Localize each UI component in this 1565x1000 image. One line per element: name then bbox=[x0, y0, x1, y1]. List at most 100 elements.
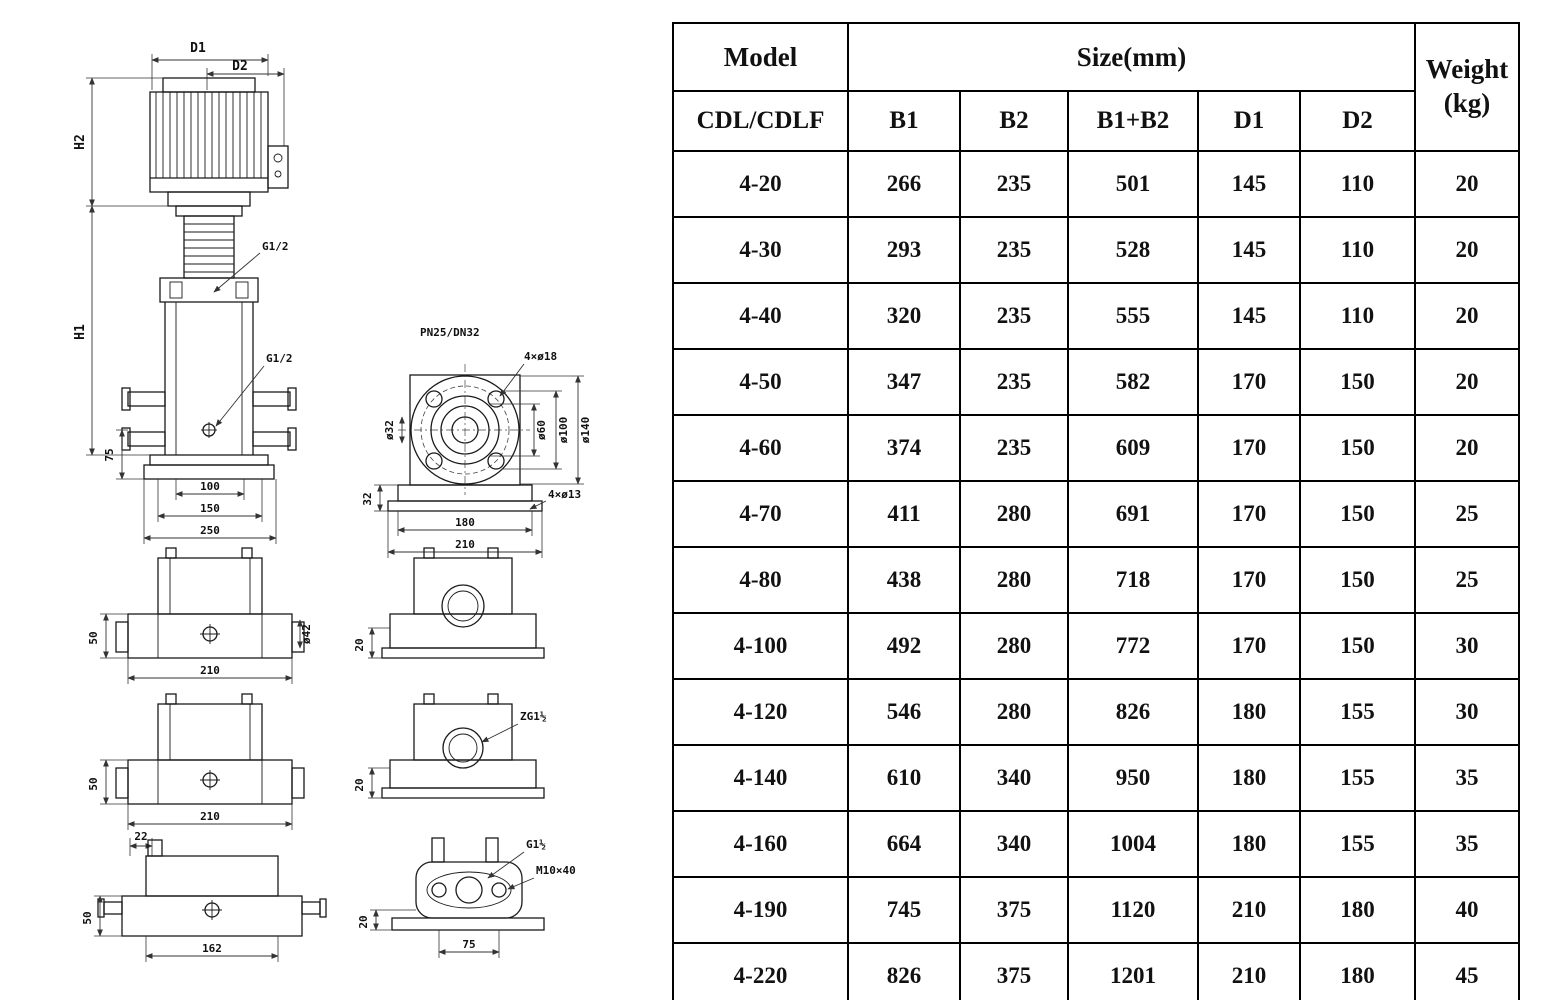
value-cell: 180 bbox=[1197, 810, 1301, 878]
flange-base-plate bbox=[387, 500, 543, 512]
motor-fins bbox=[155, 92, 262, 178]
dim-32-label: 32 bbox=[361, 492, 374, 505]
value-cell: 1004 bbox=[1067, 810, 1199, 878]
value-cell: 145 bbox=[1197, 282, 1301, 350]
value-cell: 20 bbox=[1414, 414, 1521, 482]
dim-150-label: 150 bbox=[200, 502, 220, 515]
value-cell: 610 bbox=[847, 744, 961, 812]
coupling-guard bbox=[183, 215, 235, 279]
terminal-box bbox=[267, 145, 289, 189]
value-cell: 30 bbox=[1414, 678, 1521, 746]
dim-100-label: 100 bbox=[200, 480, 220, 493]
value-cell: 772 bbox=[1067, 612, 1199, 680]
flange-holes-label: 4×ø18 bbox=[524, 350, 557, 363]
value-cell: 20 bbox=[1414, 282, 1521, 350]
header-b1: B1 bbox=[847, 90, 961, 152]
value-cell: 110 bbox=[1298, 282, 1417, 350]
value-cell: 35 bbox=[1414, 744, 1521, 812]
value-cell: 235 bbox=[959, 150, 1069, 218]
value-cell: 528 bbox=[1067, 216, 1199, 284]
value-cell: 110 bbox=[1298, 216, 1417, 284]
value-cell: 145 bbox=[1197, 150, 1301, 218]
value-cell: 718 bbox=[1067, 546, 1199, 614]
value-cell: 826 bbox=[847, 942, 961, 1000]
value-cell: 320 bbox=[847, 282, 961, 350]
base-holes-label: 4×ø13 bbox=[548, 488, 581, 501]
value-cell: 20 bbox=[1414, 150, 1521, 218]
header-weight-line1: Weight bbox=[1425, 54, 1509, 85]
dim-d2-label: D2 bbox=[232, 59, 248, 74]
dim-75-label: 75 bbox=[103, 448, 116, 461]
value-cell: 180 bbox=[1298, 942, 1417, 1000]
base-variant-2-front: 50 210 ø42 bbox=[87, 547, 313, 684]
value-cell: 150 bbox=[1298, 480, 1417, 548]
value-cell: 170 bbox=[1197, 480, 1301, 548]
dim-210-v2-label: 210 bbox=[200, 664, 220, 677]
value-cell: 438 bbox=[847, 546, 961, 614]
technical-drawing: D1 D2 G1/2 bbox=[0, 0, 672, 1000]
value-cell: 411 bbox=[847, 480, 961, 548]
value-cell: 170 bbox=[1197, 546, 1301, 614]
dim-20-v4-label: 20 bbox=[357, 915, 370, 928]
value-cell: 170 bbox=[1197, 414, 1301, 482]
value-cell: 35 bbox=[1414, 810, 1521, 878]
dim-50-v3-label: 50 bbox=[87, 777, 100, 790]
header-b2: B2 bbox=[959, 90, 1069, 152]
bolt-hole bbox=[425, 452, 443, 470]
base-variant-3-front: 50 210 bbox=[87, 693, 305, 830]
dim-180-label: 180 bbox=[455, 516, 475, 529]
value-cell: 20 bbox=[1414, 216, 1521, 284]
value-cell: 170 bbox=[1197, 348, 1301, 416]
value-cell: 293 bbox=[847, 216, 961, 284]
value-cell: 155 bbox=[1298, 810, 1417, 878]
flange-rating-label: PN25/DN32 bbox=[420, 326, 480, 339]
dia-140-label: ø140 bbox=[579, 417, 592, 444]
dim-22-label: 22 bbox=[134, 830, 147, 843]
value-cell: 180 bbox=[1298, 876, 1417, 944]
base-variant-4-front: 22 50 162 bbox=[81, 830, 327, 962]
bolt-m10-label: M10×40 bbox=[536, 864, 576, 877]
value-cell: 950 bbox=[1067, 744, 1199, 812]
dim-d1-label: D1 bbox=[190, 41, 206, 56]
value-cell: 235 bbox=[959, 348, 1069, 416]
dim-162-label: 162 bbox=[202, 942, 222, 955]
value-cell: 609 bbox=[1067, 414, 1199, 482]
model-cell: 4-70 bbox=[672, 480, 849, 548]
header-d2: D2 bbox=[1298, 90, 1417, 152]
model-cell: 4-100 bbox=[672, 612, 849, 680]
motor-cap bbox=[162, 77, 256, 93]
value-cell: 20 bbox=[1414, 348, 1521, 416]
value-cell: 25 bbox=[1414, 546, 1521, 614]
model-cell: 4-80 bbox=[672, 546, 849, 614]
value-cell: 30 bbox=[1414, 612, 1521, 680]
value-cell: 280 bbox=[959, 612, 1069, 680]
pump-base-upper bbox=[149, 454, 269, 466]
value-cell: 155 bbox=[1298, 678, 1417, 746]
pump-drawing-svg: D1 D2 G1/2 bbox=[73, 41, 592, 962]
dia-100-label: ø100 bbox=[557, 417, 570, 444]
value-cell: 235 bbox=[959, 414, 1069, 482]
value-cell: 691 bbox=[1067, 480, 1199, 548]
dim-210-flange-label: 210 bbox=[455, 538, 475, 551]
dim-20-v2-label: 20 bbox=[353, 638, 366, 651]
dim-50-v2-label: 50 bbox=[87, 631, 100, 644]
model-cell: 4-40 bbox=[672, 282, 849, 350]
value-cell: 150 bbox=[1298, 414, 1417, 482]
value-cell: 150 bbox=[1298, 546, 1417, 614]
base-variant-2-side: 20 bbox=[353, 547, 545, 659]
value-cell: 45 bbox=[1414, 942, 1521, 1000]
value-cell: 150 bbox=[1298, 348, 1417, 416]
pump-head bbox=[159, 277, 259, 303]
value-cell: 210 bbox=[1197, 942, 1301, 1000]
pump-front-view: D1 D2 G1/2 bbox=[73, 41, 297, 544]
base-variant-3-side: ZG1½ 20 bbox=[353, 693, 547, 799]
